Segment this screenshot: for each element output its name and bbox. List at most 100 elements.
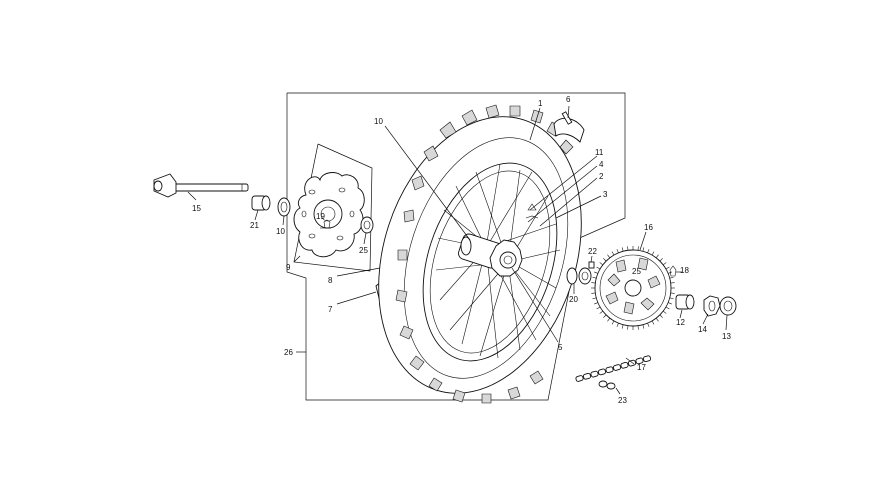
sprocket-tooth xyxy=(662,310,667,314)
spacer-21 xyxy=(251,195,271,211)
callout-10-left: 10 xyxy=(276,227,285,236)
callout-15: 15 xyxy=(192,204,201,213)
sprocket-tooth xyxy=(647,249,650,254)
sprocket-tooth xyxy=(611,251,615,256)
sprocket-tooth xyxy=(655,254,659,259)
chain-link xyxy=(612,364,622,371)
sprocket-tooth xyxy=(667,302,672,305)
callout-8: 8 xyxy=(328,276,333,285)
sprocket-tooth xyxy=(642,324,645,329)
sprocket-tooth xyxy=(662,262,667,266)
brake-disc-group xyxy=(293,143,373,272)
sprocket-tooth xyxy=(596,306,601,310)
axle xyxy=(153,173,249,198)
chain-link xyxy=(590,370,599,378)
sprocket-tooth xyxy=(647,322,650,327)
sprocket-tooth xyxy=(659,314,663,318)
nut-14 xyxy=(703,295,721,317)
sprocket-tooth xyxy=(667,271,672,274)
sprocket-tooth xyxy=(637,325,639,330)
chain xyxy=(575,355,652,382)
sprocket-tooth xyxy=(603,314,607,318)
sprocket-tooth xyxy=(594,302,599,305)
sprocket-tooth xyxy=(669,276,674,279)
sprocket-tooth xyxy=(591,292,596,294)
sprocket-tooth xyxy=(596,266,601,270)
sprocket-tooth xyxy=(670,282,675,284)
spacer-25-left xyxy=(360,216,374,234)
chain-link xyxy=(627,359,637,367)
sprocket-tooth xyxy=(651,320,655,325)
sprocket-tooth xyxy=(659,258,663,262)
callout-6: 6 xyxy=(566,95,571,104)
callout-10-top: 10 xyxy=(374,117,383,126)
callout-3: 3 xyxy=(603,190,608,199)
callout-14: 14 xyxy=(698,325,707,334)
sprocket-tooth xyxy=(607,317,611,322)
chain-link xyxy=(582,372,592,380)
rim-lock xyxy=(553,111,585,143)
callout-2: 2 xyxy=(599,172,604,181)
bolts-19 xyxy=(320,219,331,229)
sprocket-tooth xyxy=(642,247,645,252)
callout-11: 11 xyxy=(595,148,604,157)
callout-13: 13 xyxy=(722,332,731,341)
callout-19: 19 xyxy=(316,212,325,221)
sprocket-tooth xyxy=(637,246,639,251)
sprocket-tooth xyxy=(621,247,624,252)
callout-26: 26 xyxy=(284,348,293,357)
callout-1: 1 xyxy=(538,99,543,108)
chain-link xyxy=(575,375,584,382)
spacer-12 xyxy=(675,294,695,310)
sprocket-tooth xyxy=(599,310,604,314)
chain-link xyxy=(642,355,652,363)
sprocket-tooth xyxy=(592,276,597,279)
callout-9: 9 xyxy=(286,263,291,272)
master-link-23 xyxy=(598,380,616,390)
callout-16: 16 xyxy=(644,223,653,232)
sprocket-tooth xyxy=(611,320,615,325)
seal-10-left xyxy=(277,197,291,217)
sprocket-tooth xyxy=(655,317,659,322)
sprocket-tooth xyxy=(599,262,604,266)
sprocket xyxy=(591,246,675,330)
callout-21: 21 xyxy=(250,221,259,230)
chain-link xyxy=(605,366,614,374)
callout-labels: 1 2 3 4 5 6 7 8 9 10 10 11 12 13 14 15 1… xyxy=(192,95,731,405)
callout-5: 5 xyxy=(558,343,563,352)
sprocket-tooth xyxy=(651,251,655,256)
hub xyxy=(458,233,523,277)
cap-13 xyxy=(719,296,737,316)
chain-link xyxy=(597,368,607,376)
sprocket-tooth xyxy=(616,322,619,327)
callout-22: 22 xyxy=(588,247,597,256)
callout-7: 7 xyxy=(328,305,333,314)
callout-25-right: 25 xyxy=(632,267,641,276)
bolt-22 xyxy=(588,261,595,269)
bolt-18 xyxy=(669,265,677,277)
chain-link xyxy=(620,361,629,369)
callout-17: 17 xyxy=(637,363,646,372)
callout-12: 12 xyxy=(676,318,685,327)
sprocket-tooth xyxy=(665,306,670,310)
sprocket-tooth xyxy=(607,254,611,259)
sprocket-tooth xyxy=(592,297,597,300)
sprocket-tooth xyxy=(670,292,675,294)
callout-20: 20 xyxy=(569,295,578,304)
assembly-frame xyxy=(286,92,626,401)
callout-18: 18 xyxy=(680,266,689,275)
sprocket-tooth xyxy=(669,297,674,300)
sprocket-tooth xyxy=(627,246,629,251)
sprocket-tooth xyxy=(616,249,619,254)
callout-4: 4 xyxy=(599,160,604,169)
callout-25-left: 25 xyxy=(359,246,368,255)
sprocket-tooth xyxy=(621,324,624,329)
sprocket-tooth xyxy=(603,258,607,262)
sprocket-tooth xyxy=(591,282,596,284)
leader-lines xyxy=(187,105,728,395)
spacer-20 xyxy=(566,267,592,285)
callout-23: 23 xyxy=(618,396,627,405)
sprocket-tooth xyxy=(627,325,629,330)
sprocket-tooth xyxy=(594,271,599,274)
